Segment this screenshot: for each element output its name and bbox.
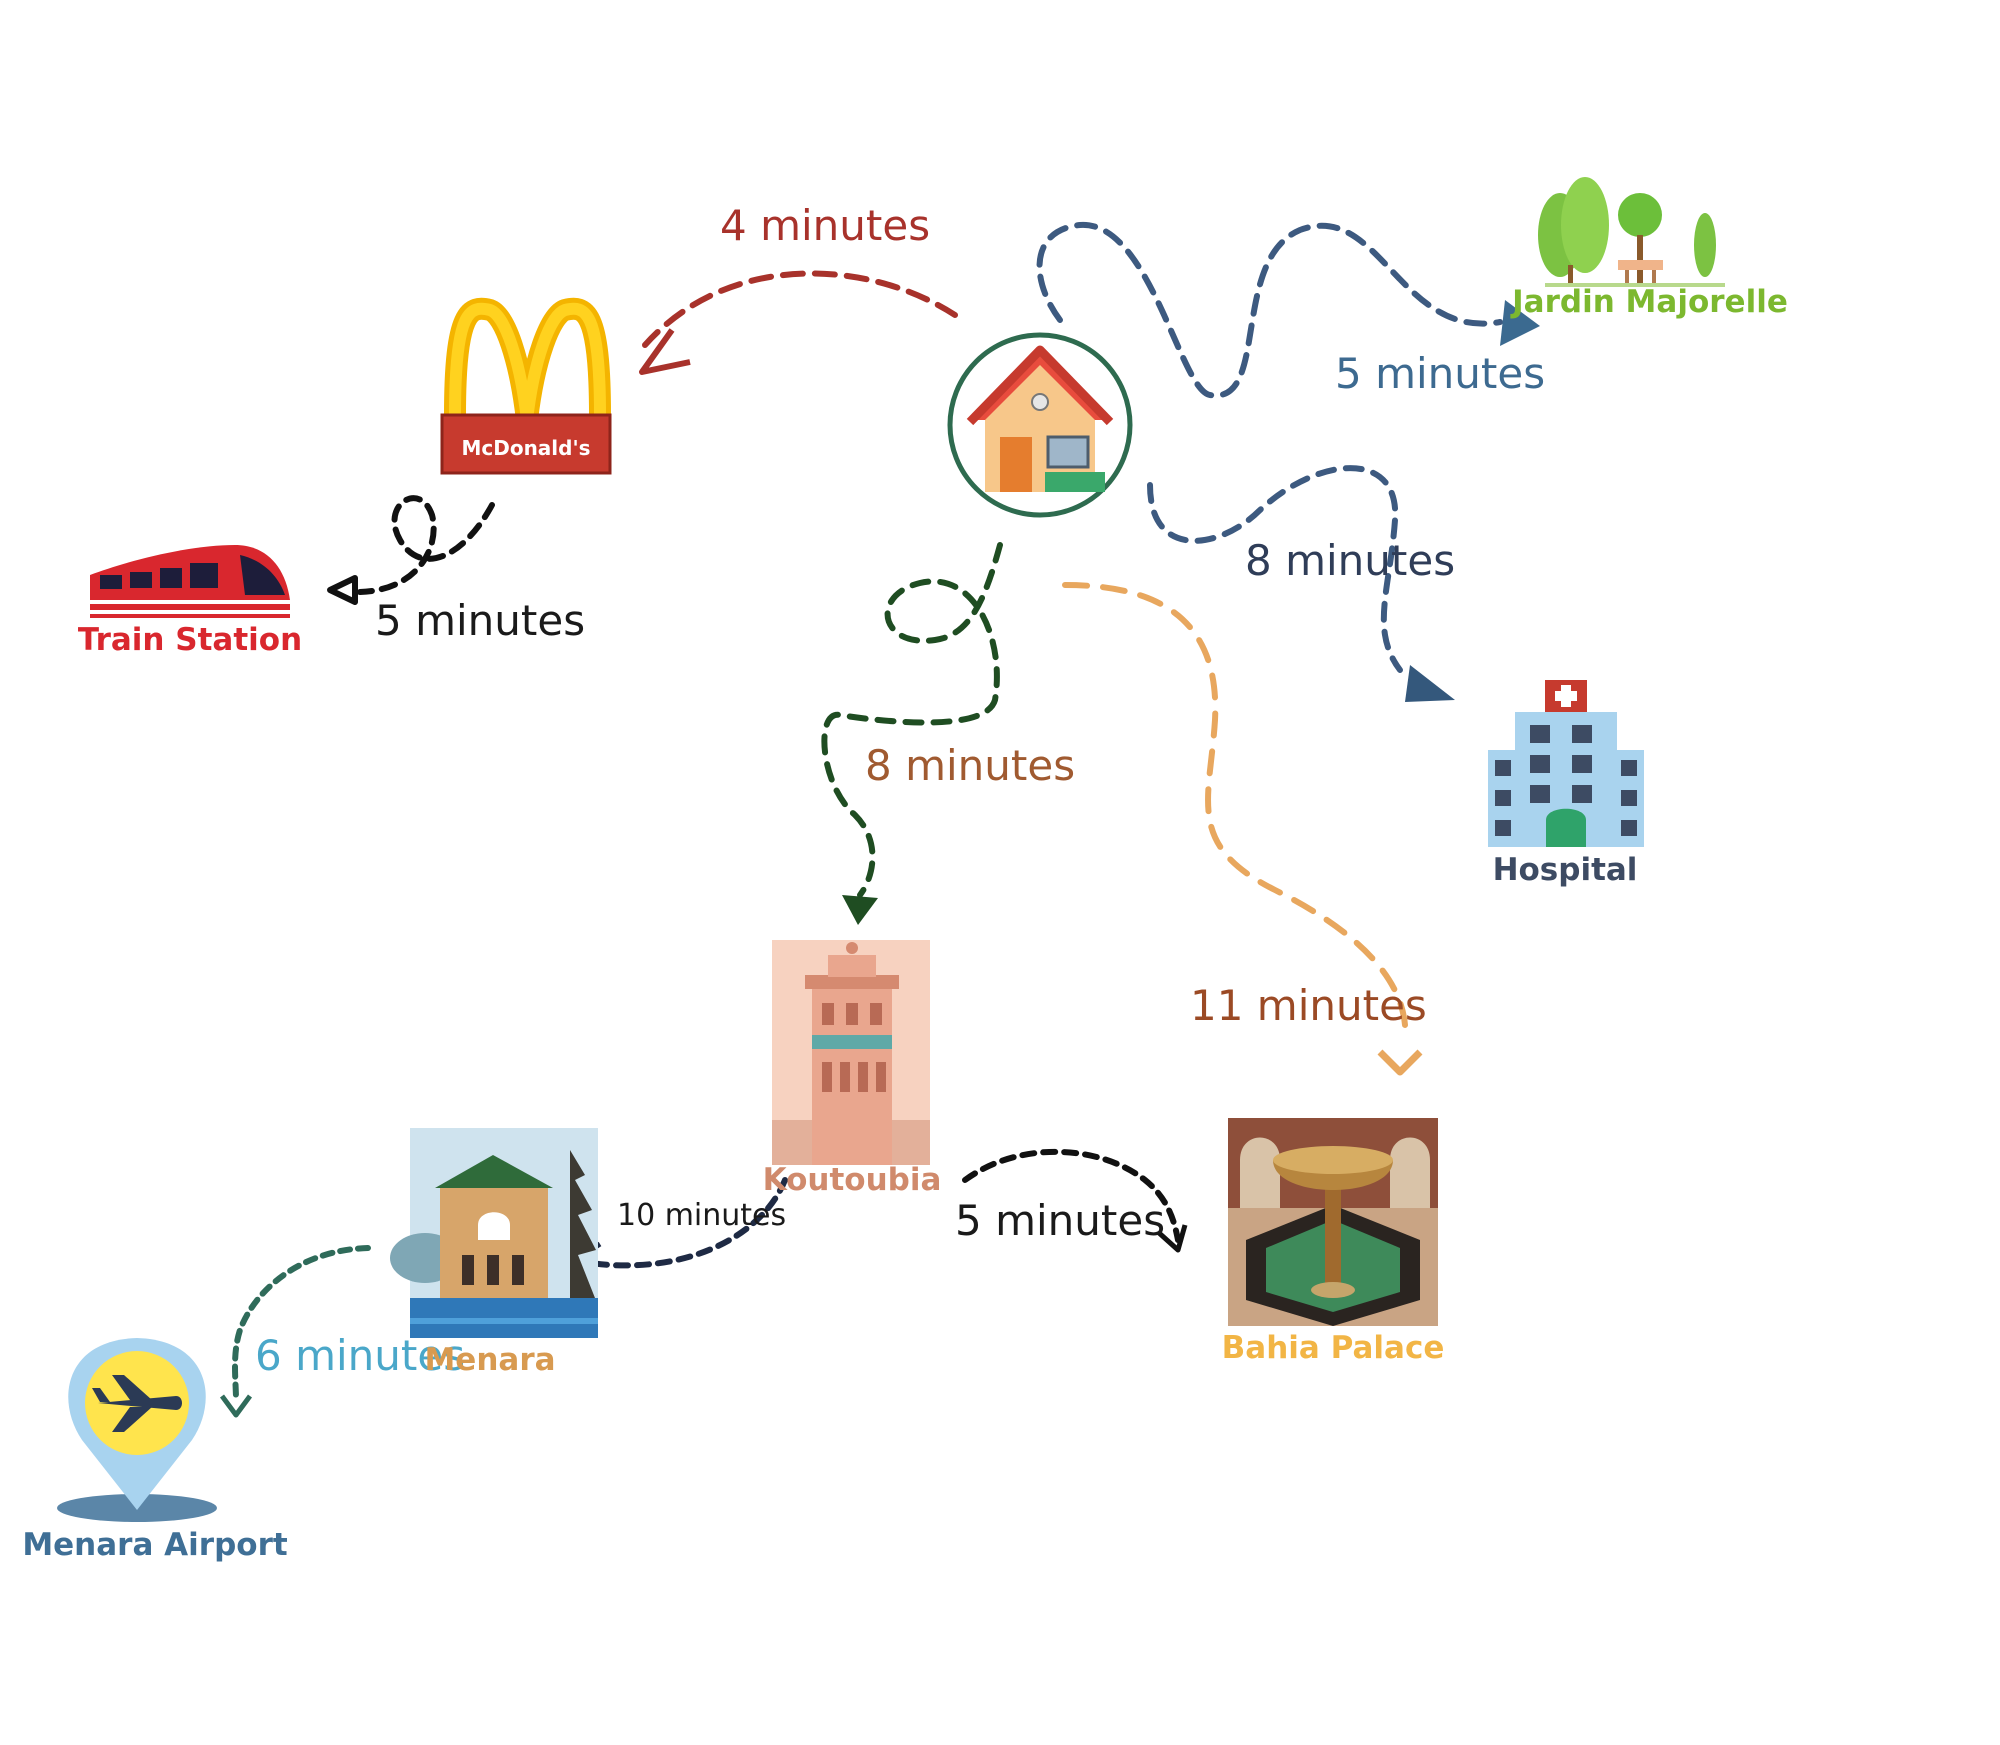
hospital-marker[interactable]: Hospital xyxy=(1488,680,1644,888)
menara-marker[interactable]: Menara xyxy=(390,1128,598,1378)
arrowhead-icon xyxy=(327,575,358,605)
arrowhead-icon xyxy=(1500,300,1540,346)
route-time-label: 5 minutes xyxy=(375,596,585,645)
place-label: Jardin Majorelle xyxy=(1510,284,1788,320)
route-time-label: 8 minutes xyxy=(1245,536,1455,585)
menara-airport-marker[interactable]: Menara Airport xyxy=(22,1338,288,1563)
place-label: Koutoubia xyxy=(763,1162,942,1198)
route-time-label: 5 minutes xyxy=(1335,349,1545,398)
mcdonalds-sign xyxy=(440,413,612,475)
place-label: Bahia Palace xyxy=(1222,1330,1445,1366)
route-time-label: 6 minutes xyxy=(255,1331,465,1380)
fountain-icon xyxy=(1228,1118,1438,1326)
route-koutoubia-to-bahia: 5 minutes xyxy=(955,1148,1188,1253)
bahia-palace-marker[interactable]: Bahia Palace xyxy=(1222,1118,1445,1366)
arrowhead-icon xyxy=(1377,1049,1423,1076)
route-home-to-jardin: 5 minutes xyxy=(1036,221,1545,399)
garden-icon xyxy=(1538,177,1725,287)
pavilion-icon xyxy=(390,1128,598,1338)
train-icon xyxy=(90,545,290,618)
mcdonalds-logo-text: McDonald's xyxy=(461,436,590,460)
route-koutoubia-to-menara: 10 minutes xyxy=(575,1177,788,1276)
route-time-label: 5 minutes xyxy=(955,1196,1165,1245)
route-mcdonalds-to-train: 5 minutes xyxy=(327,495,585,645)
place-label: Train Station xyxy=(78,622,302,658)
route-menara-to-airport: 6 minutes xyxy=(219,1245,465,1418)
route-home-to-mcdonalds: 4 minutes xyxy=(639,201,958,375)
arrowhead-icon xyxy=(1405,665,1455,702)
route-time-label: 4 minutes xyxy=(720,201,930,250)
route-time-label: 8 minutes xyxy=(865,741,1075,790)
house-icon xyxy=(966,345,1114,492)
place-label: Hospital xyxy=(1493,852,1638,888)
route-home-to-hospital: 8 minutes xyxy=(1147,465,1455,702)
arrowhead-icon xyxy=(842,895,878,925)
koutoubia-marker[interactable]: Koutoubia xyxy=(763,940,942,1198)
arrowhead-icon xyxy=(639,328,691,375)
route-time-label: 10 minutes xyxy=(617,1198,786,1233)
route-home-to-bahia: 11 minutes xyxy=(1062,582,1427,1076)
hospital-icon xyxy=(1488,680,1644,847)
place-label: Menara Airport xyxy=(22,1527,288,1563)
route-time-label: 11 minutes xyxy=(1190,981,1427,1030)
train-station-marker[interactable]: Train Station xyxy=(78,545,302,658)
arrowhead-icon xyxy=(219,1394,253,1418)
route-home-to-koutoubia: 8 minutes xyxy=(821,542,1075,925)
jardin-majorelle-marker[interactable]: Jardin Majorelle xyxy=(1510,177,1788,320)
home-marker[interactable] xyxy=(947,332,1133,518)
airport-pin-icon xyxy=(68,1338,206,1510)
mcdonalds-logo[interactable]: McDonald's xyxy=(440,297,612,475)
place-label: Menara xyxy=(424,1342,555,1378)
minaret-icon xyxy=(772,940,930,1165)
arrowhead-icon xyxy=(1156,1224,1188,1253)
